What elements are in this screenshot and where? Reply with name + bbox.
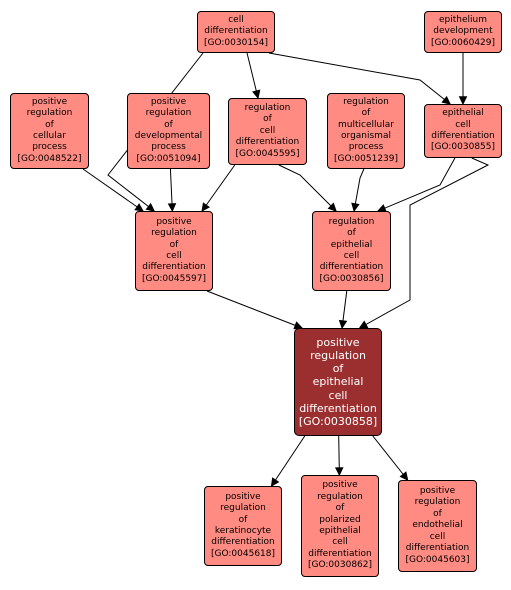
node-positive-regulation-of-endothelial-cell-differentiation[interactable]: positive regulation of endothelial cell … (398, 480, 477, 572)
node-positive-regulation-of-developmental-process[interactable]: positive regulation of developmental pro… (127, 93, 210, 169)
edge-go0045595-to-go0030856 (278, 164, 337, 212)
edge-arrowhead (399, 471, 409, 481)
node-label: positive regulation of epithelial cell d… (298, 335, 378, 428)
edge-arrowhead (270, 477, 280, 487)
edge-arrowhead (201, 202, 211, 212)
node-label: positive regulation of cell differentiat… (141, 216, 207, 284)
node-label: epithelium development [GO:0060429] (430, 14, 496, 48)
node-positive-regulation-of-polarized-epithelial-cell-differentiation[interactable]: positive regulation of polarized epithel… (301, 475, 379, 577)
edge-go0030154-to-go0045595 (246, 52, 259, 99)
edge-go0030855-to-go0030856 (377, 157, 456, 212)
node-label: regulation of multicellular organismal p… (333, 96, 399, 164)
edge-arrowhead (351, 202, 360, 213)
edge-go0030154-to-go0030855 (268, 52, 451, 105)
node-positive-regulation-of-cell-differentiation[interactable]: positive regulation of cell differentiat… (135, 211, 213, 291)
edge-arrowhead (458, 96, 468, 106)
node-label: positive regulation of polarized epithel… (307, 480, 373, 571)
edge-go0030858-to-go0045603 (372, 435, 409, 481)
node-label: regulation of cell differentiation [GO:0… (235, 102, 300, 159)
edge-go0045595-to-go0045597 (201, 164, 236, 212)
edge-arrowhead (358, 320, 369, 329)
node-label: positive regulation of cellular process … (17, 96, 82, 164)
node-label: cell differentiation [GO:0030154] (203, 14, 269, 48)
edge-arrowhead (327, 202, 337, 212)
node-label: regulation of epithelial cell differenti… (319, 216, 384, 284)
edge-go0048522-to-go0045597 (82, 168, 144, 212)
node-regulation-of-epithelial-cell-differentiation[interactable]: regulation of epithelial cell differenti… (312, 211, 391, 291)
edge-arrowhead (441, 95, 451, 105)
node-positive-regulation-of-epithelial-cell-differentiation[interactable]: positive regulation of epithelial cell d… (294, 328, 382, 436)
edge-arrowhead (145, 202, 156, 212)
edge-go0030855-to-go0030858 (359, 157, 490, 329)
edge-arrowhead (334, 467, 344, 477)
node-epithelium-development[interactable]: epithelium development [GO:0060429] (424, 11, 502, 53)
node-positive-regulation-of-cellular-process[interactable]: positive regulation of cellular process … (10, 93, 89, 169)
node-label: positive regulation of keratinocyte diff… (210, 491, 276, 559)
edge-go0045597-to-go0030858 (206, 290, 303, 329)
node-regulation-of-cell-differentiation[interactable]: regulation of cell differentiation [GO:0… (228, 98, 307, 165)
edge-arrowhead (167, 203, 177, 213)
edge-go0030858-to-go0045618 (271, 435, 306, 487)
node-epithelial-cell-differentiation[interactable]: epithelial cell differentiation [GO:0030… (424, 104, 502, 158)
edge-arrowhead (252, 89, 261, 100)
node-cell-differentiation[interactable]: cell differentiation [GO:0030154] (197, 11, 275, 53)
node-label: epithelial cell differentiation [GO:0030… (430, 108, 496, 153)
node-label: positive regulation of endothelial cell … (405, 486, 470, 565)
node-positive-regulation-of-keratinocyte-differentiation[interactable]: positive regulation of keratinocyte diff… (204, 486, 282, 566)
node-label: positive regulation of developmental pro… (134, 96, 203, 164)
edge-go0051239-to-go0030856 (353, 168, 365, 212)
edge-arrowhead (134, 203, 144, 212)
edge-arrowhead (338, 319, 348, 330)
node-regulation-of-multicellular-organismal-process[interactable]: regulation of multicellular organismal p… (327, 93, 405, 169)
